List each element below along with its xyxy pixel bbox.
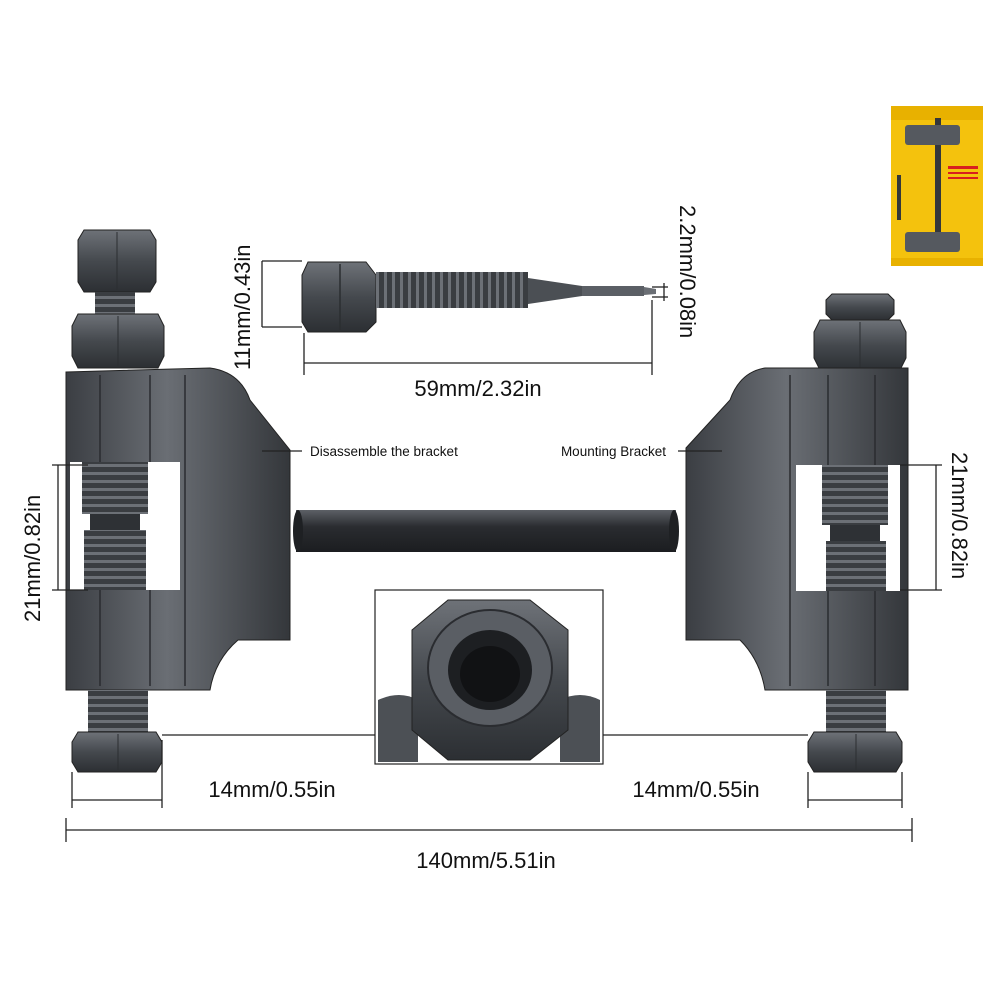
right-bracket bbox=[685, 293, 909, 773]
pin-length-dimension-label: 59mm/2.32in bbox=[414, 376, 541, 401]
pin-tip-dimension-label: 2.2mm/0.08in bbox=[675, 205, 700, 338]
opening-dimension-lines bbox=[52, 464, 942, 591]
connecting-rod bbox=[293, 510, 679, 552]
pin-dimension-lines bbox=[261, 260, 668, 375]
disassemble-bracket-label: Disassemble the bracket bbox=[310, 444, 458, 459]
nut-dimension-lines bbox=[71, 734, 903, 808]
total-length-dimension-label: 140mm/5.51in bbox=[416, 848, 555, 873]
left-opening-dimension-label: 21mm/0.82in bbox=[20, 495, 45, 622]
left-nut-dimension-label: 14mm/0.55in bbox=[208, 777, 335, 802]
right-opening-dimension-label: 21mm/0.82in bbox=[947, 452, 972, 579]
right-nut-dimension-label: 14mm/0.55in bbox=[632, 777, 759, 802]
total-length-dimension-line bbox=[65, 818, 913, 842]
mounting-bracket-label: Mounting Bracket bbox=[561, 444, 666, 459]
left-bracket bbox=[65, 229, 291, 773]
pin-head-dimension-label: 11mm/0.43in bbox=[230, 244, 255, 370]
pin-illustration bbox=[301, 261, 656, 333]
nut-detail-inset bbox=[374, 589, 604, 765]
package-thumbnail bbox=[891, 106, 983, 266]
